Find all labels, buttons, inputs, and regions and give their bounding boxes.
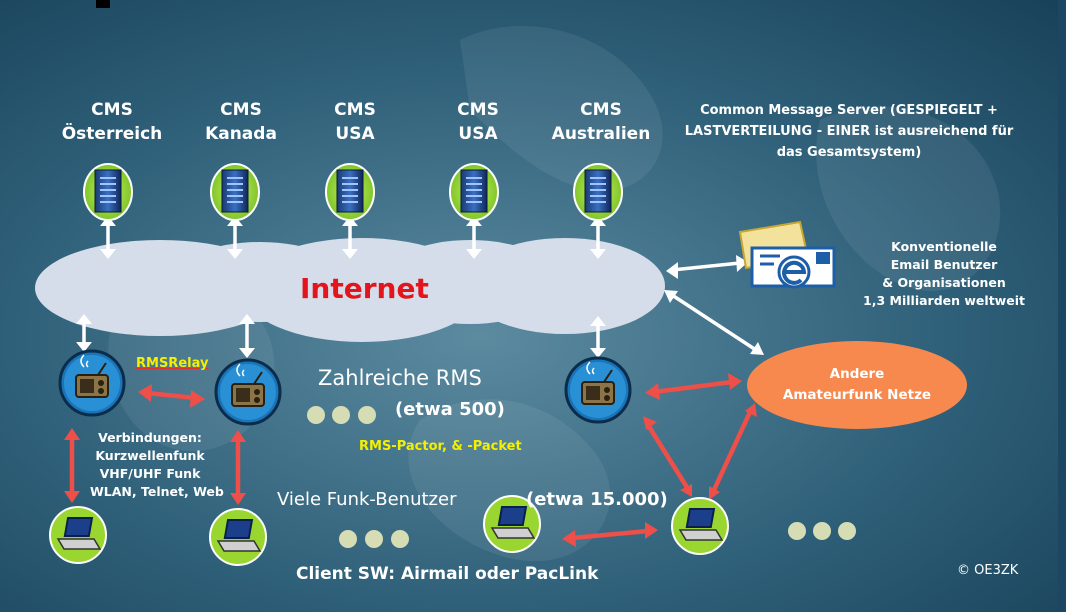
rms-radio-icons xyxy=(58,349,632,426)
connections-line-4: WLAN, Telnet, Web xyxy=(90,484,224,499)
cms-note-line-1: Common Message Server (GESPIEGELT + xyxy=(700,103,998,118)
server-location: USA xyxy=(335,124,375,144)
connections-label: Verbindungen: Kurzwellenfunk VHF/UHF Fun… xyxy=(90,429,224,501)
server-type: CMS xyxy=(91,100,133,120)
server-label-usa-2: CMS USA xyxy=(413,98,543,146)
rms-count-value: (etwa 500) xyxy=(395,399,505,420)
server-location: Australien xyxy=(551,124,651,144)
server-location: Österreich xyxy=(61,124,163,144)
email-users-line-2: Email Benutzer xyxy=(890,257,998,272)
connections-line-2: Kurzwellenfunk xyxy=(95,448,205,463)
white-links xyxy=(82,222,757,352)
rms-relay-label: RMSRelay xyxy=(136,356,209,371)
copyright-label: © OE3ZK xyxy=(957,563,1019,578)
email-users-line-4: 1,3 Milliarden weltweit xyxy=(863,293,1025,308)
users-count: (etwa 15.000) xyxy=(526,489,668,510)
ellipsis-dots xyxy=(307,406,856,548)
server-type: CMS xyxy=(220,100,262,120)
rms-count-title: Zahlreiche RMS xyxy=(318,366,482,390)
internet-cloud xyxy=(35,238,665,342)
other-networks-ellipse xyxy=(747,341,967,429)
connections-line-3: VHF/UHF Funk xyxy=(99,466,201,481)
server-label-usa-1: CMS USA xyxy=(290,98,420,146)
connections-line-1: Verbindungen: xyxy=(98,430,202,445)
cms-note-line-3: das Gesamtsystem) xyxy=(776,145,922,160)
client-software-label: Client SW: Airmail oder PacLink xyxy=(296,564,599,584)
other-networks-label: Andere Amateurfunk Netze xyxy=(757,364,957,406)
server-icons xyxy=(83,163,623,221)
server-type: CMS xyxy=(334,100,376,120)
internet-label: Internet xyxy=(300,272,429,305)
email-icon xyxy=(738,220,836,289)
email-users-line-3: & Organisationen xyxy=(882,275,1006,290)
server-label-austria: CMS Österreich xyxy=(47,98,177,146)
server-label-canada: CMS Kanada xyxy=(176,98,306,146)
cms-note: Common Message Server (GESPIEGELT + LAST… xyxy=(664,100,1034,163)
users-title: Viele Funk-Benutzer xyxy=(277,489,457,510)
server-location: USA xyxy=(458,124,498,144)
red-links xyxy=(69,379,753,541)
server-type: CMS xyxy=(580,100,622,120)
server-location: Kanada xyxy=(205,124,277,144)
cms-note-line-2: LASTVERTEILUNG - EINER ist ausreichend f… xyxy=(684,124,1014,139)
rms-modes-label: RMS-Pactor, & -Packet xyxy=(359,439,522,454)
server-type: CMS xyxy=(457,100,499,120)
laptop-icons xyxy=(49,495,729,566)
email-users-label: Konventionelle Email Benutzer & Organisa… xyxy=(856,238,1032,310)
email-users-line-1: Konventionelle xyxy=(891,239,997,254)
other-networks-line-2: Amateurfunk Netze xyxy=(782,387,932,403)
other-networks-line-1: Andere xyxy=(829,366,885,382)
server-label-australia: CMS Australien xyxy=(536,98,666,146)
